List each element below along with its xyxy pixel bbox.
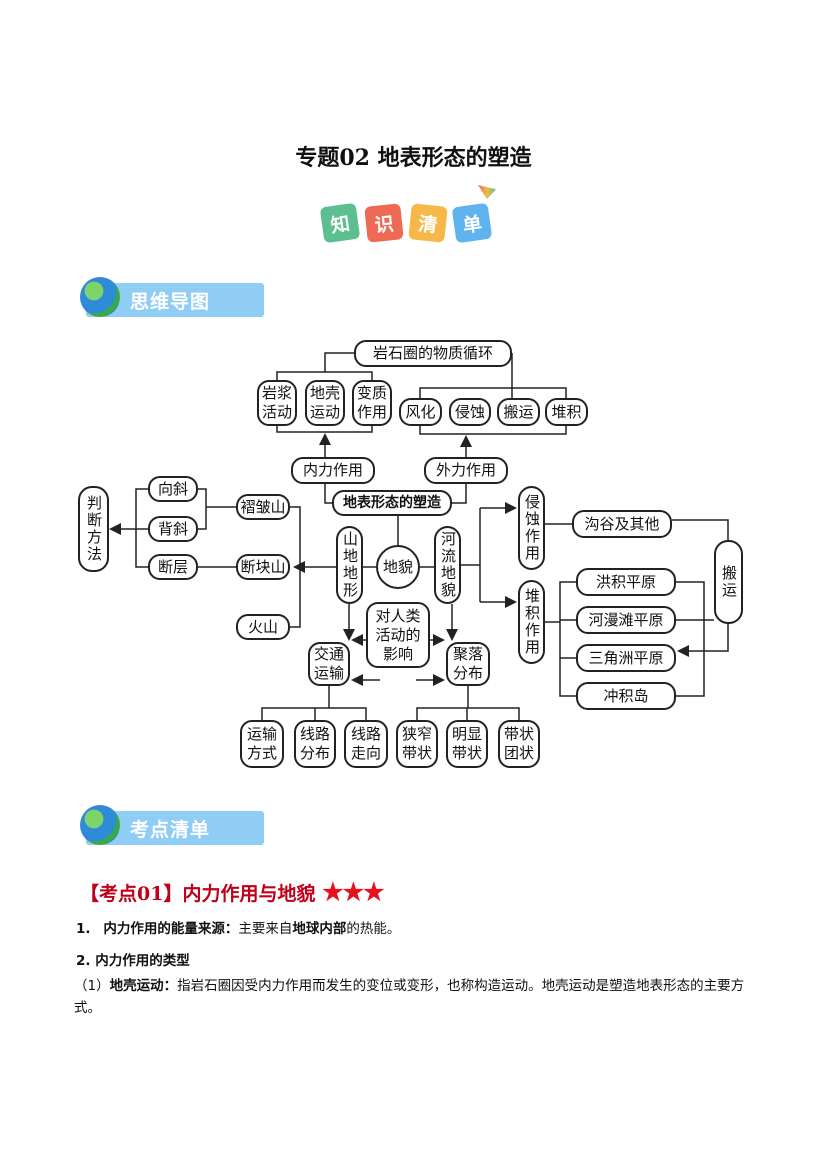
node-anticline: 背斜 xyxy=(148,516,198,542)
term: 地球内部 xyxy=(292,921,347,937)
term: 地壳运动： xyxy=(109,978,178,994)
page-title: 专题02 地表形态的塑造 xyxy=(295,145,532,171)
node-settlement: 聚落分布 xyxy=(446,642,490,686)
star-rating-icon: ★★★ xyxy=(322,877,385,906)
node-center: 地表形态的塑造 xyxy=(332,490,452,516)
node-narrow-belt: 狭窄带状 xyxy=(396,720,438,768)
section-title: 【考点01】内力作用与地貌 xyxy=(80,883,316,905)
mindmap-banner: 思维导图 xyxy=(80,277,264,317)
paragraph-energy-source: 1. 内力作用的能量来源：主要来自地球内部的热能。 xyxy=(76,918,766,940)
checklist-banner: 考点清单 xyxy=(80,805,264,845)
node-transport: 搬运 xyxy=(497,398,540,426)
node-fault: 断层 xyxy=(148,554,198,580)
node-fault-block-mountain: 断块山 xyxy=(236,554,290,580)
node-internal-force: 内力作用 xyxy=(291,457,375,484)
node-floodplain: 河漫滩平原 xyxy=(576,606,676,634)
node-transport-right: 搬运 xyxy=(714,540,743,624)
connector-lines xyxy=(109,352,729,720)
node-judge-method: 判断方法 xyxy=(78,486,109,572)
node-erosion-action: 侵蚀作用 xyxy=(518,486,545,570)
globe-icon xyxy=(80,277,120,317)
node-valley-other: 沟谷及其他 xyxy=(572,510,672,538)
node-landform: 地貌 xyxy=(376,545,420,589)
paragraph-crust-movement: （1）地壳运动：指岩石圈因受内力作用而发生的变位或变形，也称构造运动。地壳运动是… xyxy=(74,975,764,1019)
node-metamorphism: 变质作用 xyxy=(352,380,392,426)
node-transport-mode: 运输方式 xyxy=(240,720,284,768)
node-alluvial-fan-plain: 洪积平原 xyxy=(576,568,676,596)
text: 主要来自 xyxy=(238,921,293,937)
node-obvious-belt: 明显带状 xyxy=(446,720,488,768)
node-route-direction: 线路走向 xyxy=(344,720,388,768)
node-delta-plain: 三角洲平原 xyxy=(576,644,676,672)
mind-map-diagram: 岩石圈的物质循环 岩浆活动 地壳运动 变质作用 风化 侵蚀 搬运 堆积 内力作用… xyxy=(78,340,743,768)
text: 的热能。 xyxy=(346,921,401,937)
node-weathering: 风化 xyxy=(399,398,442,426)
node-magma: 岩浆活动 xyxy=(257,380,297,426)
item-prefix: （1） xyxy=(74,978,110,994)
node-belt-cluster: 带状团状 xyxy=(498,720,540,768)
node-mountain-terrain: 山地地形 xyxy=(336,526,363,604)
text: 指岩石圈因受内力作用而发生的变位或变形，也称构造运动。地壳运动是塑造地表形态的主… xyxy=(74,978,745,1016)
section-heading: 【考点01】内力作用与地貌 ★★★ xyxy=(80,877,385,906)
banner-label: 考点清单 xyxy=(130,819,211,841)
banner-label: 思维导图 xyxy=(130,291,211,313)
node-fold-mountain: 褶皱山 xyxy=(236,494,290,520)
node-erosion: 侵蚀 xyxy=(449,398,491,426)
subheading: 2. 内力作用的类型 xyxy=(76,953,190,969)
node-volcano: 火山 xyxy=(236,614,290,640)
node-route-distribution: 线路分布 xyxy=(294,720,336,768)
node-lithosphere-cycle: 岩石圈的物质循环 xyxy=(354,340,512,367)
item-number: 1. xyxy=(76,921,91,937)
globe-icon xyxy=(80,805,120,845)
node-deposition: 堆积 xyxy=(545,398,588,426)
node-traffic: 交通运输 xyxy=(308,642,350,686)
paragraph-types-heading: 2. 内力作用的类型 xyxy=(76,950,766,972)
node-alluvial-island: 冲积岛 xyxy=(576,682,676,710)
node-external-force: 外力作用 xyxy=(424,457,508,484)
node-crust-movement: 地壳运动 xyxy=(305,380,345,426)
node-deposition-action: 堆积作用 xyxy=(518,580,545,664)
term: 内力作用的能量来源： xyxy=(103,921,239,937)
node-human-impact: 对人类活动的影响 xyxy=(366,602,430,668)
node-river-landform: 河流地貌 xyxy=(434,526,461,604)
node-syncline: 向斜 xyxy=(148,476,198,502)
